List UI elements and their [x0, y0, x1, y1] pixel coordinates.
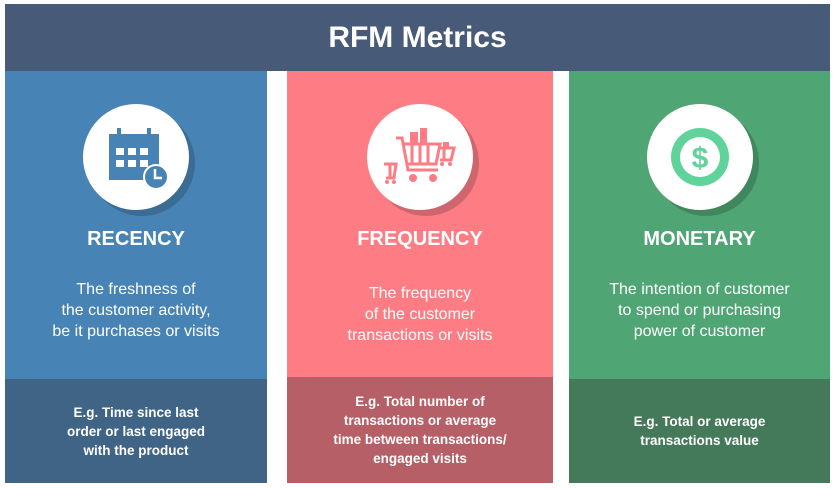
example-line: E.g. Total or average [633, 414, 766, 429]
example-line: order or last engaged [66, 423, 206, 439]
description-line: be it purchases or visits [52, 323, 220, 340]
dollar-coin-icon: $ [646, 104, 753, 210]
description-line: of the customer [364, 306, 476, 323]
svg-text:$: $ [691, 142, 708, 175]
metric-description: The intention of customer to spend or pu… [569, 279, 830, 342]
metric-example: E.g. Time since last order or last engag… [5, 379, 267, 483]
example-line: transactions value [640, 433, 759, 448]
metric-title: FREQUENCY [357, 228, 483, 250]
description-line: to spend or purchasing [618, 302, 781, 319]
description-line: transactions or visits [347, 327, 493, 344]
description-line: The frequency [368, 285, 472, 302]
shopping-carts-icon [367, 104, 473, 210]
recency-panel: RECENCY The freshness of the customer ac… [5, 71, 267, 483]
metric-description: The freshness of the customer activity, … [5, 279, 267, 342]
metric-description: The frequency of the customer transactio… [287, 283, 553, 346]
calendar-clock-icon [83, 104, 189, 210]
metric-example: E.g. Total or average transactions value [569, 379, 830, 483]
description-line: The intention of customer [609, 281, 790, 298]
example-line: E.g. Total number of [355, 394, 485, 409]
example-line: with the product [83, 442, 189, 458]
description-line: The freshness of [76, 281, 196, 298]
frequency-panel: FREQUENCY The frequency of the customer … [287, 71, 553, 483]
monetary-panel: $ MONETARY The intention of customer to … [569, 71, 830, 483]
page-title: RFM Metrics [5, 4, 830, 71]
metric-title: MONETARY [643, 228, 756, 250]
example-line: time between transactions/ [333, 432, 507, 447]
description-line: power of customer [633, 323, 766, 340]
description-line: the customer activity, [61, 302, 211, 319]
metric-title: RECENCY [87, 228, 185, 250]
example-line: engaged visits [373, 451, 467, 466]
metric-example: E.g. Total number of transactions or ave… [287, 377, 553, 483]
example-line: transactions or average [343, 413, 497, 428]
example-line: E.g. Time since last [73, 404, 199, 420]
